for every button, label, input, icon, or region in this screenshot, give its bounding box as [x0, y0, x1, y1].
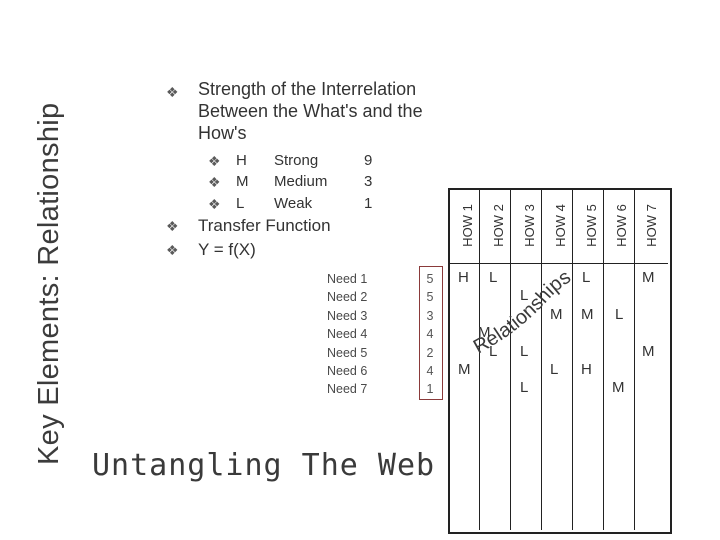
sub-label-strong: Strong: [274, 152, 319, 169]
sub-value-1: 1: [364, 195, 373, 212]
weight-7: 1: [426, 382, 434, 397]
weight-6: 4: [426, 363, 434, 378]
matrix-cell: L: [582, 269, 591, 286]
matrix-cell: L: [489, 269, 498, 286]
need-2: Need 2: [327, 290, 368, 305]
slide-title: Key Elements: Relationship: [33, 102, 65, 465]
diamond-bullet-icon: ❖: [208, 174, 221, 190]
column-divider: [634, 188, 635, 263]
column-divider: [479, 263, 480, 530]
matrix-cell: H: [458, 269, 469, 286]
column-divider: [572, 263, 573, 530]
needs-list: Need 1 Need 2 Need 3 Need 4 Need 5 Need …: [327, 270, 367, 399]
weight-1: 5: [426, 272, 434, 286]
matrix-cell: M: [458, 361, 471, 378]
diamond-bullet-icon: ❖: [166, 84, 179, 100]
diamond-bullet-icon: ❖: [208, 153, 221, 169]
sub-code-m: M: [236, 173, 249, 190]
weights-list: 5 5 3 4 2 4 1: [419, 270, 441, 399]
column-divider: [603, 263, 604, 530]
relationships-textpath: Relationships: [470, 266, 575, 359]
relationship-matrix: [448, 188, 672, 534]
header-divider: [448, 263, 668, 264]
sub-code-h: H: [236, 152, 247, 169]
column-divider: [479, 188, 480, 263]
sub-code-l: L: [236, 195, 245, 212]
column-divider: [510, 263, 511, 530]
weight-2: 5: [426, 290, 434, 305]
matrix-cell: L: [520, 287, 529, 304]
matrix-cell: M: [612, 379, 625, 396]
how-7-label: HOW 7: [644, 204, 659, 247]
diamond-bullet-icon: ❖: [166, 218, 179, 234]
need-4: Need 4: [327, 327, 368, 342]
bullet-transfer: Transfer Function: [198, 216, 331, 235]
matrix-cell: L: [489, 343, 498, 360]
matrix-cell: L: [550, 361, 559, 378]
column-divider: [572, 188, 573, 263]
weight-box: [419, 266, 443, 400]
matrix-cell: L: [615, 306, 624, 323]
sub-value-3: 3: [364, 173, 373, 190]
need-1: Need 1: [327, 272, 368, 286]
need-6: Need 6: [327, 363, 368, 378]
matrix-cell: M: [642, 343, 655, 360]
matrix-cell: L: [520, 379, 529, 396]
need-7: Need 7: [327, 382, 368, 397]
column-divider: [541, 263, 542, 530]
sub-label-medium: Medium: [274, 173, 328, 190]
column-divider: [634, 263, 635, 530]
matrix-cell: M: [550, 306, 563, 323]
bullet-strength: ❖ Strength of the Interrelation Between …: [166, 78, 468, 144]
matrix-cell: L: [520, 343, 529, 360]
matrix-cell: M: [478, 324, 491, 341]
matrix-cell: H: [581, 361, 592, 378]
footer-title: Untangling The Web: [92, 448, 436, 483]
matrix-cell: M: [581, 306, 594, 323]
relationships-text: Relationships: [470, 266, 575, 359]
sub-label-weak: Weak: [274, 195, 313, 212]
bullet-strength-text: Strength of the Interrelation Between th…: [198, 79, 423, 143]
matrix-cell: M: [642, 269, 655, 286]
bullet-list: ❖ Strength of the Interrelation Between …: [166, 78, 466, 144]
need-3: Need 3: [327, 308, 368, 323]
weight-4: 4: [426, 327, 434, 342]
column-divider: [603, 188, 604, 263]
column-divider: [541, 188, 542, 263]
weight-3: 3: [426, 308, 434, 323]
column-divider: [510, 188, 511, 263]
relationships-curved-label: Relationships: [470, 266, 575, 359]
sub-value-9: 9: [364, 152, 373, 169]
diamond-bullet-icon: ❖: [166, 242, 179, 258]
bullet-yfx: Y = f(X): [198, 240, 256, 259]
need-5: Need 5: [327, 345, 368, 360]
weight-5: 2: [426, 345, 434, 360]
diamond-bullet-icon: ❖: [208, 196, 221, 212]
how-6-label: HOW 6: [614, 204, 629, 247]
